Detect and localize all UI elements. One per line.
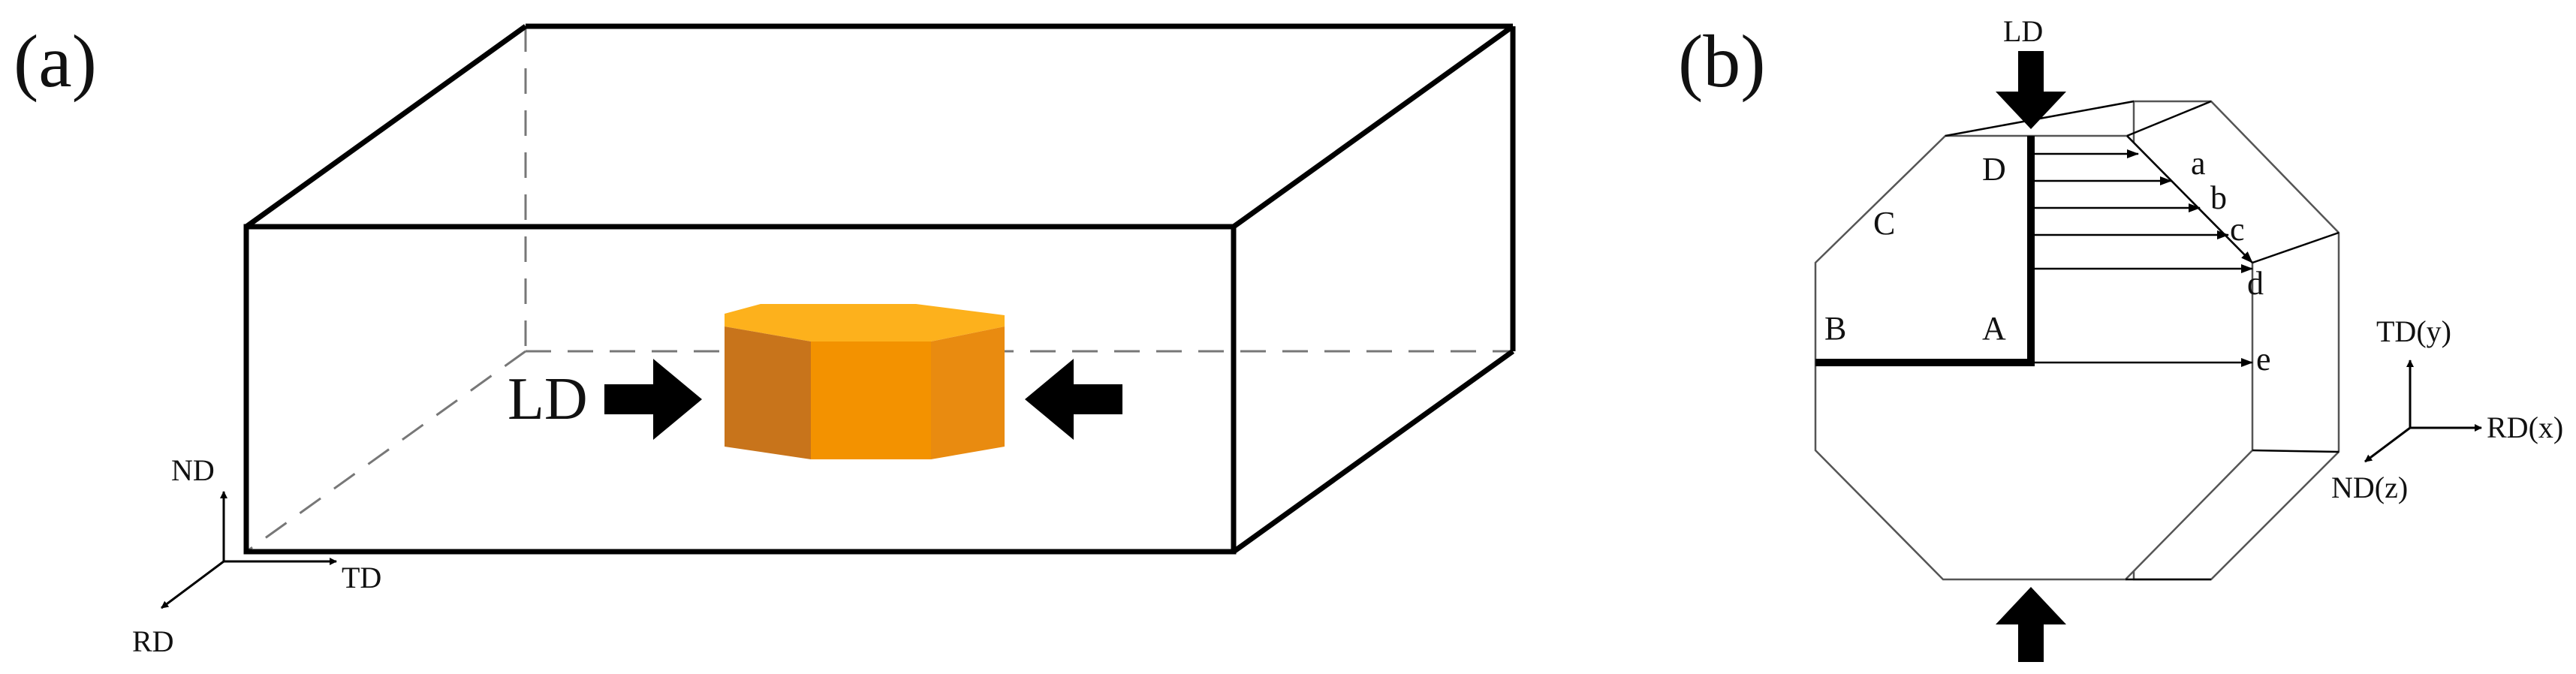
- point-label-c: c: [2230, 211, 2245, 248]
- axis-rd-x-label: RD(x): [2487, 411, 2563, 444]
- panel-a-label: (a): [14, 20, 97, 103]
- axis-td-y-label: TD(y): [2376, 314, 2451, 348]
- coordinate-axes-b: TD(y) RD(x) ND(z): [2331, 314, 2563, 504]
- panel-b-label: (b): [1678, 20, 1766, 103]
- left-load-arrow-icon: [604, 359, 702, 440]
- point-label-d: d: [2247, 265, 2264, 302]
- axis-nd-z-label: ND(z): [2331, 471, 2408, 504]
- point-label-b: b: [2210, 179, 2227, 216]
- coordinate-axes-a: ND TD RD: [132, 453, 381, 658]
- flow-arrows: [2031, 135, 2253, 367]
- point-label-e: e: [2256, 341, 2271, 378]
- bottom-load-arrow-icon: [1996, 587, 2066, 662]
- box-hidden-edges: [246, 26, 1513, 553]
- top-load-arrow-icon: [1996, 51, 2066, 129]
- prism-right-face: [931, 326, 1005, 459]
- point-labels: a b c d e A B C D: [1824, 145, 2271, 378]
- load-direction-label-b: LD: [2003, 14, 2043, 48]
- panel-b: (b) a b c d: [1678, 14, 2563, 662]
- prism-top-face: [725, 304, 1005, 342]
- specimen-box: [243, 23, 1516, 555]
- prism-front-face: [811, 342, 931, 459]
- axis-td-label: TD: [342, 561, 381, 594]
- point-label-B: B: [1824, 310, 1846, 347]
- prism-left-face: [725, 326, 811, 459]
- panel-a: (a) LD: [14, 20, 1516, 658]
- axis-nd-label: ND: [171, 453, 215, 487]
- point-label-a: a: [2191, 145, 2206, 182]
- point-label-A: A: [1982, 310, 2006, 347]
- load-direction-label-a: LD: [508, 366, 588, 432]
- point-label-D: D: [1982, 151, 2006, 188]
- axis-rd-label: RD: [132, 624, 174, 658]
- right-load-arrow-icon: [1025, 359, 1122, 440]
- octagonal-prism-sample: [725, 304, 1005, 459]
- point-label-C: C: [1873, 205, 1895, 242]
